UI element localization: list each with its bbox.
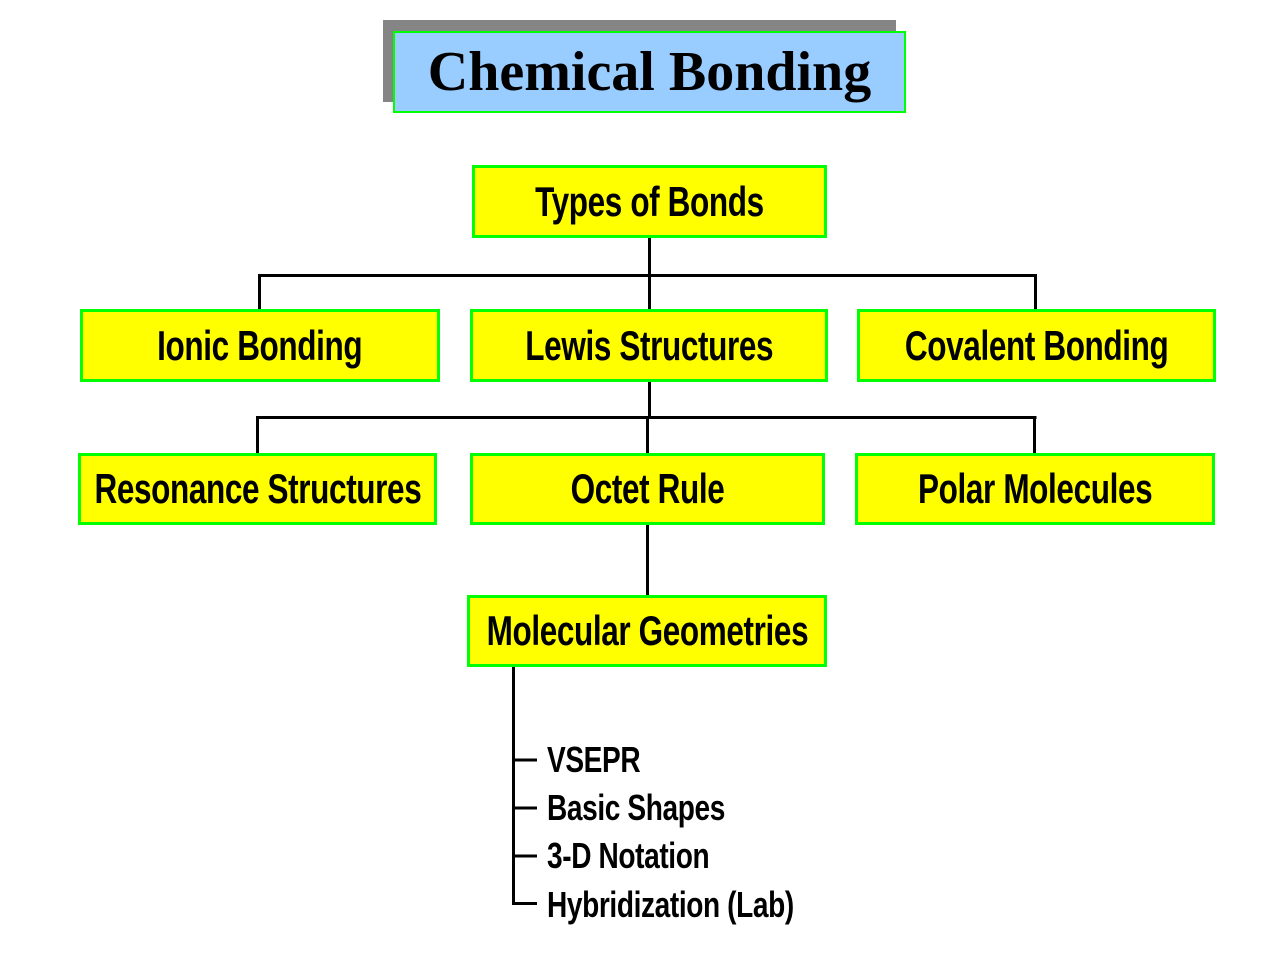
subtopic-3d-notation: 3-D Notation (547, 834, 755, 878)
page-title: Chemical Bonding (427, 41, 872, 103)
connector-molecular-to-subtopics (512, 667, 537, 905)
subtopic-label-3d-notation: 3-D Notation (547, 835, 710, 876)
node-label-lewis-structures: Lewis Structures (525, 321, 773, 369)
node-octet-rule: Octet Rule (470, 453, 825, 525)
node-molecular-geometries: Molecular Geometries (467, 595, 827, 667)
node-types-of-bonds: Types of Bonds (472, 165, 827, 238)
node-label-molecular-geometries: Molecular Geometries (486, 607, 808, 654)
node-lewis-structures: Lewis Structures (470, 309, 828, 382)
subtopic-vsepr: VSEPR (547, 738, 667, 782)
subtopic-hybridization-lab: Hybridization (Lab) (547, 883, 864, 927)
subtopic-label-hybridization-lab: Hybridization (Lab) (547, 884, 794, 925)
node-label-ionic-bonding: Ionic Bonding (157, 321, 363, 369)
connector-lewis-to-row3 (256, 382, 1037, 456)
node-label-octet-rule: Octet Rule (570, 465, 725, 512)
subtopic-label-vsepr: VSEPR (547, 739, 641, 780)
node-label-covalent-bonding: Covalent Bonding (904, 321, 1169, 369)
node-ionic-bonding: Ionic Bonding (80, 309, 440, 382)
title-box: Chemical Bonding (393, 31, 906, 113)
node-covalent-bonding: Covalent Bonding (857, 309, 1216, 382)
subtopic-basic-shapes: Basic Shapes (547, 786, 775, 830)
connector-types-to-row2 (258, 238, 1037, 312)
node-label-resonance-structures: Resonance Structures (94, 465, 421, 512)
node-polar-molecules: Polar Molecules (855, 453, 1215, 525)
node-label-types-of-bonds: Types of Bonds (535, 177, 764, 225)
node-resonance-structures: Resonance Structures (78, 453, 437, 525)
node-label-polar-molecules: Polar Molecules (917, 465, 1153, 512)
subtopic-label-basic-shapes: Basic Shapes (547, 787, 725, 828)
